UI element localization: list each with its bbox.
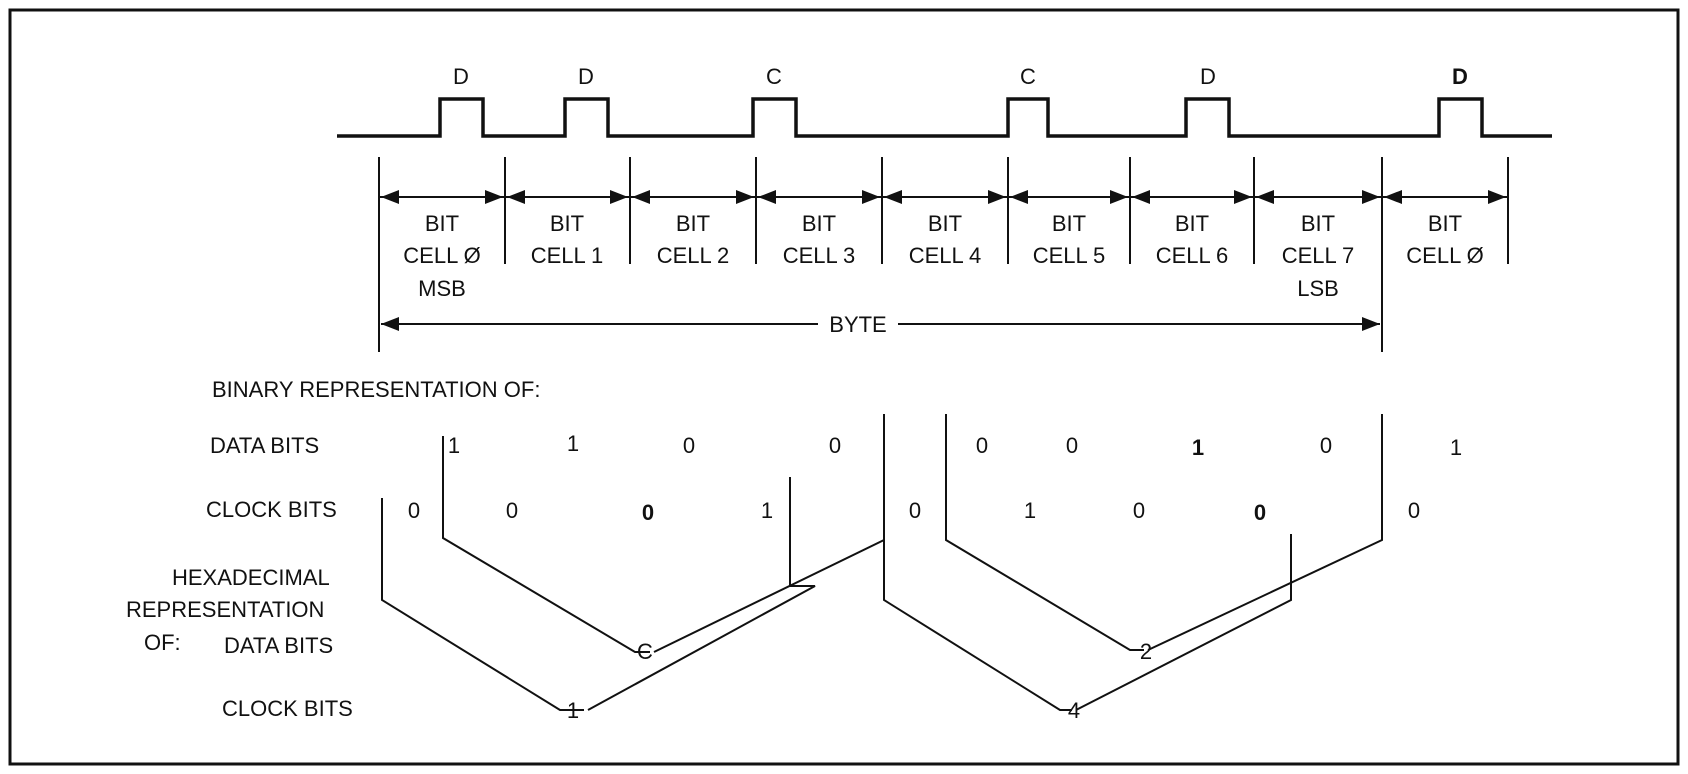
clock-bit-0: 0 [408,498,420,523]
clock-bit-7: 0 [1254,500,1266,525]
hex-data-value-2: 2 [1140,639,1152,664]
cell-label-3: CELL 3 [783,243,856,268]
clock-bit-4: 0 [909,498,921,523]
msb-label: MSB [418,276,466,301]
cell-label-5: CELL 5 [1033,243,1106,268]
cell-label-6: CELL 6 [1156,243,1229,268]
hex-clock-value-1: 1 [567,698,579,723]
bit-word-4: BIT [928,211,962,236]
clock-bit-values: 0 0 0 1 0 1 0 0 0 [408,498,1420,525]
cell-label-7: CELL 7 [1282,243,1355,268]
bit-cell-labels: BIT CELL Ø BIT CELL 1 BIT CELL 2 BIT CEL… [403,211,1483,301]
cell-label-4: CELL 4 [909,243,982,268]
data-bit-values: 1 1 0 0 0 0 1 0 1 [448,431,1462,460]
hex-heading-line-3: OF: [144,630,181,655]
cell-label-0: CELL Ø [403,243,480,268]
data-bit-7: 0 [1320,433,1332,458]
diagram-frame [8,8,1680,766]
binary-heading: BINARY REPRESENTATION OF: [212,377,540,402]
pulse-label-6: D [1452,64,1468,89]
clock-bits-label: CLOCK BITS [206,497,337,522]
data-bit-3: 0 [829,433,841,458]
hex-data-label: DATA BITS [224,633,333,658]
bit-word-3: BIT [802,211,836,236]
clock-bit-5: 1 [1024,498,1036,523]
bit-word-5: BIT [1052,211,1086,236]
bit-word-7: BIT [1301,211,1335,236]
bit-word-6: BIT [1175,211,1209,236]
data-bit-0: 1 [448,433,460,458]
hex-clock-value-2: 4 [1068,698,1080,723]
hex-heading-line-2: REPRESENTATION [126,597,324,622]
cell-label-1: CELL 1 [531,243,604,268]
bit-word-1: BIT [550,211,584,236]
clock-bit-6: 0 [1133,498,1145,523]
pulse-waveform [337,97,1552,138]
pulse-label-1: D [453,64,469,89]
grouping-lines [381,414,1383,711]
bit-word-2: BIT [676,211,710,236]
clock-bit-3: 1 [761,498,773,523]
data-bit-2: 0 [683,433,695,458]
data-bit-8: 1 [1450,435,1462,460]
cell-arrows [379,190,1508,204]
data-bit-6: 1 [1192,435,1204,460]
pulse-label-4: C [1020,64,1036,89]
cell-boundaries [378,157,1509,352]
data-bit-4: 0 [976,433,988,458]
data-bit-5: 0 [1066,433,1078,458]
bit-word-8: BIT [1428,211,1462,236]
clock-bit-1: 0 [506,498,518,523]
cell-label-2: CELL 2 [657,243,730,268]
clock-bit-2: 0 [642,500,654,525]
hex-clock-label: CLOCK BITS [222,696,353,721]
clock-bit-8: 0 [1408,498,1420,523]
pulse-label-2: D [578,64,594,89]
hex-data-value-1: C [637,639,653,664]
bit-word-0: BIT [425,211,459,236]
hex-heading-line-1: HEXADECIMAL [172,565,330,590]
lsb-label: LSB [1297,276,1339,301]
data-bit-1: 1 [567,431,579,456]
byte-arrow: BYTE [381,312,1380,337]
cell-label-8: CELL Ø [1406,243,1483,268]
byte-label: BYTE [829,312,886,337]
data-bits-label: DATA BITS [210,433,319,458]
pulse-label-5: D [1200,64,1216,89]
pulse-label-3: C [766,64,782,89]
